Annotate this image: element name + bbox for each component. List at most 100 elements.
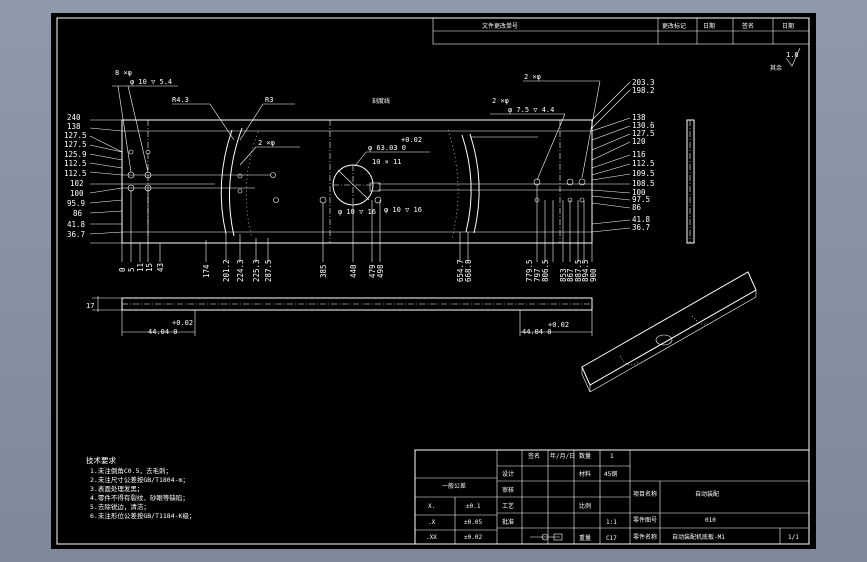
revision-header: 文件更改单号 更改标记 日期 签名 日期	[432, 17, 810, 45]
rev-header-1: 更改标记	[662, 22, 686, 30]
tb-right-2-0: 零件名称	[633, 533, 657, 541]
isometric-view	[581, 271, 757, 393]
bdim-2: 11	[136, 263, 145, 272]
leader-notes: 8 ×φ φ 10 ▽ 5.4 R4.3 R3 2 ×φ +0.02 φ 63.…	[112, 69, 601, 216]
side-view: 17 +0.02 44.04 0 +0.02 44.04 0	[86, 296, 593, 336]
bdim-17: 797	[533, 268, 542, 282]
plan-view: 240 138 127.5 127.5 125.9 112.5 112.5 10…	[64, 69, 655, 282]
ldim-0: 240	[67, 113, 81, 122]
tb-left-1-1: ±0.1	[466, 503, 481, 510]
note-r-b: R3	[265, 96, 273, 104]
tb-left-3-0: .XX	[426, 534, 437, 541]
ldim-11: 41.8	[67, 220, 86, 229]
arc-slot-right-inner	[469, 133, 480, 234]
bdim-20: 867	[566, 268, 575, 282]
title-block: 一般公差 X. ±0.1 .X ±0.05 .XX ±0.02 签名 年/月/日…	[414, 449, 810, 545]
tb-mid-3: 批准	[502, 518, 514, 526]
note-center-a: +0.02	[401, 136, 422, 144]
ldim-12: 36.7	[67, 230, 85, 239]
tb-mid-2: 工艺	[502, 502, 514, 510]
arc-slot-left-inner	[220, 129, 233, 235]
rdim-13: 41.8	[632, 215, 651, 224]
rdim-9: 108.5	[632, 179, 655, 188]
tech-line-3: 4.零件不得有裂纹、砂眼等缺陷；	[90, 493, 189, 502]
tb-left-0-0: 一般公差	[442, 482, 466, 490]
tb-left-2-0: .X	[428, 519, 436, 526]
tech-line-1: 2.未注尺寸公差按GB/T1804-m；	[90, 475, 189, 484]
tb-info-1-0: 材料	[579, 470, 591, 478]
bdim-6: 201.2	[222, 259, 231, 282]
note-hole-d: φ 10 ▽ 16	[338, 208, 376, 216]
tb-right-2-2: 1/1	[788, 534, 799, 541]
rdim-11: 97.5	[632, 195, 650, 204]
rdim-7: 112.5	[632, 159, 655, 168]
bdim-11: 440	[349, 264, 358, 278]
note-hole-right: 2 ×φ	[524, 73, 541, 81]
rdim-1: 198.2	[632, 86, 655, 95]
right-extension-lines	[591, 81, 631, 233]
tb-left-3-1: ±0.02	[464, 534, 482, 541]
tb-info-2-1: 1:1	[606, 519, 617, 526]
rdim-4: 127.5	[632, 129, 655, 138]
left-dimension-labels: 240 138 127.5 127.5 125.9 112.5 112.5 10…	[64, 113, 87, 239]
bdim-13: 498	[376, 264, 385, 278]
bdim-0: 0	[118, 267, 127, 272]
ldim-8: 100	[70, 189, 84, 198]
note-hole-right-b: 2 ×φ	[492, 97, 509, 105]
bdim-5: 174	[202, 264, 211, 278]
rev-header-4: 日期	[782, 22, 794, 30]
tb-right-1-1: 010	[705, 517, 716, 524]
rdim-0: 203.3	[632, 78, 655, 87]
tb-mid-0: 设计	[502, 470, 514, 478]
roughness-value: 1.6	[786, 51, 799, 59]
ldim-6: 112.5	[64, 169, 87, 178]
tb-left-1-0: X.	[428, 503, 435, 510]
rdim-6: 116	[632, 150, 646, 159]
bdim-10: 385	[319, 264, 328, 278]
tb-info-0-1: 1	[610, 453, 614, 460]
bdim-7: 224.3	[236, 259, 245, 282]
rdim-2: 138	[632, 113, 646, 122]
rev-header-3: 签名	[742, 22, 754, 30]
bdim-3: 15	[145, 263, 154, 272]
note-hole-left-depth: φ 10 ▽ 5.4	[130, 78, 172, 86]
tb-info-3-1: C17	[606, 535, 617, 542]
ldim-1: 138	[67, 122, 81, 131]
tb-mid-1: 审核	[502, 486, 514, 494]
tol-right-b: 44.04 0	[522, 328, 552, 336]
left-extension-lines	[89, 119, 592, 244]
ldim-3: 127.5	[64, 140, 87, 149]
rev-header-0: 文件更改单号	[482, 22, 518, 30]
arc-slot-right-outer	[461, 134, 472, 233]
bdim-4: 43	[156, 263, 165, 272]
end-view	[686, 119, 695, 244]
bdim-23: 900	[589, 268, 598, 282]
ldim-5: 112.5	[64, 159, 87, 168]
ldim-7: 102	[70, 179, 84, 188]
tech-requirements: 技术要求 1.未注倒角C0.5，去毛刺； 2.未注尺寸公差按GB/T1804-m…	[86, 455, 195, 520]
note-scale-label: 刻度线	[372, 97, 390, 105]
bdim-18: 806.5	[541, 259, 550, 282]
rdim-14: 36.7	[632, 223, 650, 232]
tol-left-a: +0.02	[172, 319, 193, 327]
tb-mid-header-2: 年/月/日	[550, 452, 575, 460]
note-hole-right-depth: φ 7.5 ▽ 4.4	[508, 106, 554, 114]
note-center-c: 10 × 11	[372, 158, 402, 166]
ldim-9: 95.9	[67, 199, 85, 208]
tech-line-0: 1.未注倒角C0.5，去毛刺；	[90, 466, 172, 475]
tb-info-0-0: 数量	[579, 452, 591, 460]
roughness-other-label: 其余	[770, 64, 782, 72]
bdim-16: 779.5	[525, 259, 534, 282]
note-center-b: φ 63.03 0	[368, 144, 406, 152]
note-hole-e: φ 10 ▽ 16	[384, 206, 422, 214]
drawing-sheet	[51, 13, 816, 549]
bdim-19: 853	[559, 268, 568, 282]
tb-right-1-0: 零件图号	[633, 516, 657, 524]
rdim-10: 100	[632, 188, 646, 197]
tb-right-2-1: 自动装配机底板-M1	[672, 533, 725, 541]
rev-header-2: 日期	[703, 22, 715, 30]
tb-info-3-0: 重量	[579, 534, 591, 542]
tb-right-0-0: 项目名称	[633, 490, 657, 498]
plate-outline	[121, 119, 593, 244]
side-thickness: 17	[86, 302, 94, 310]
